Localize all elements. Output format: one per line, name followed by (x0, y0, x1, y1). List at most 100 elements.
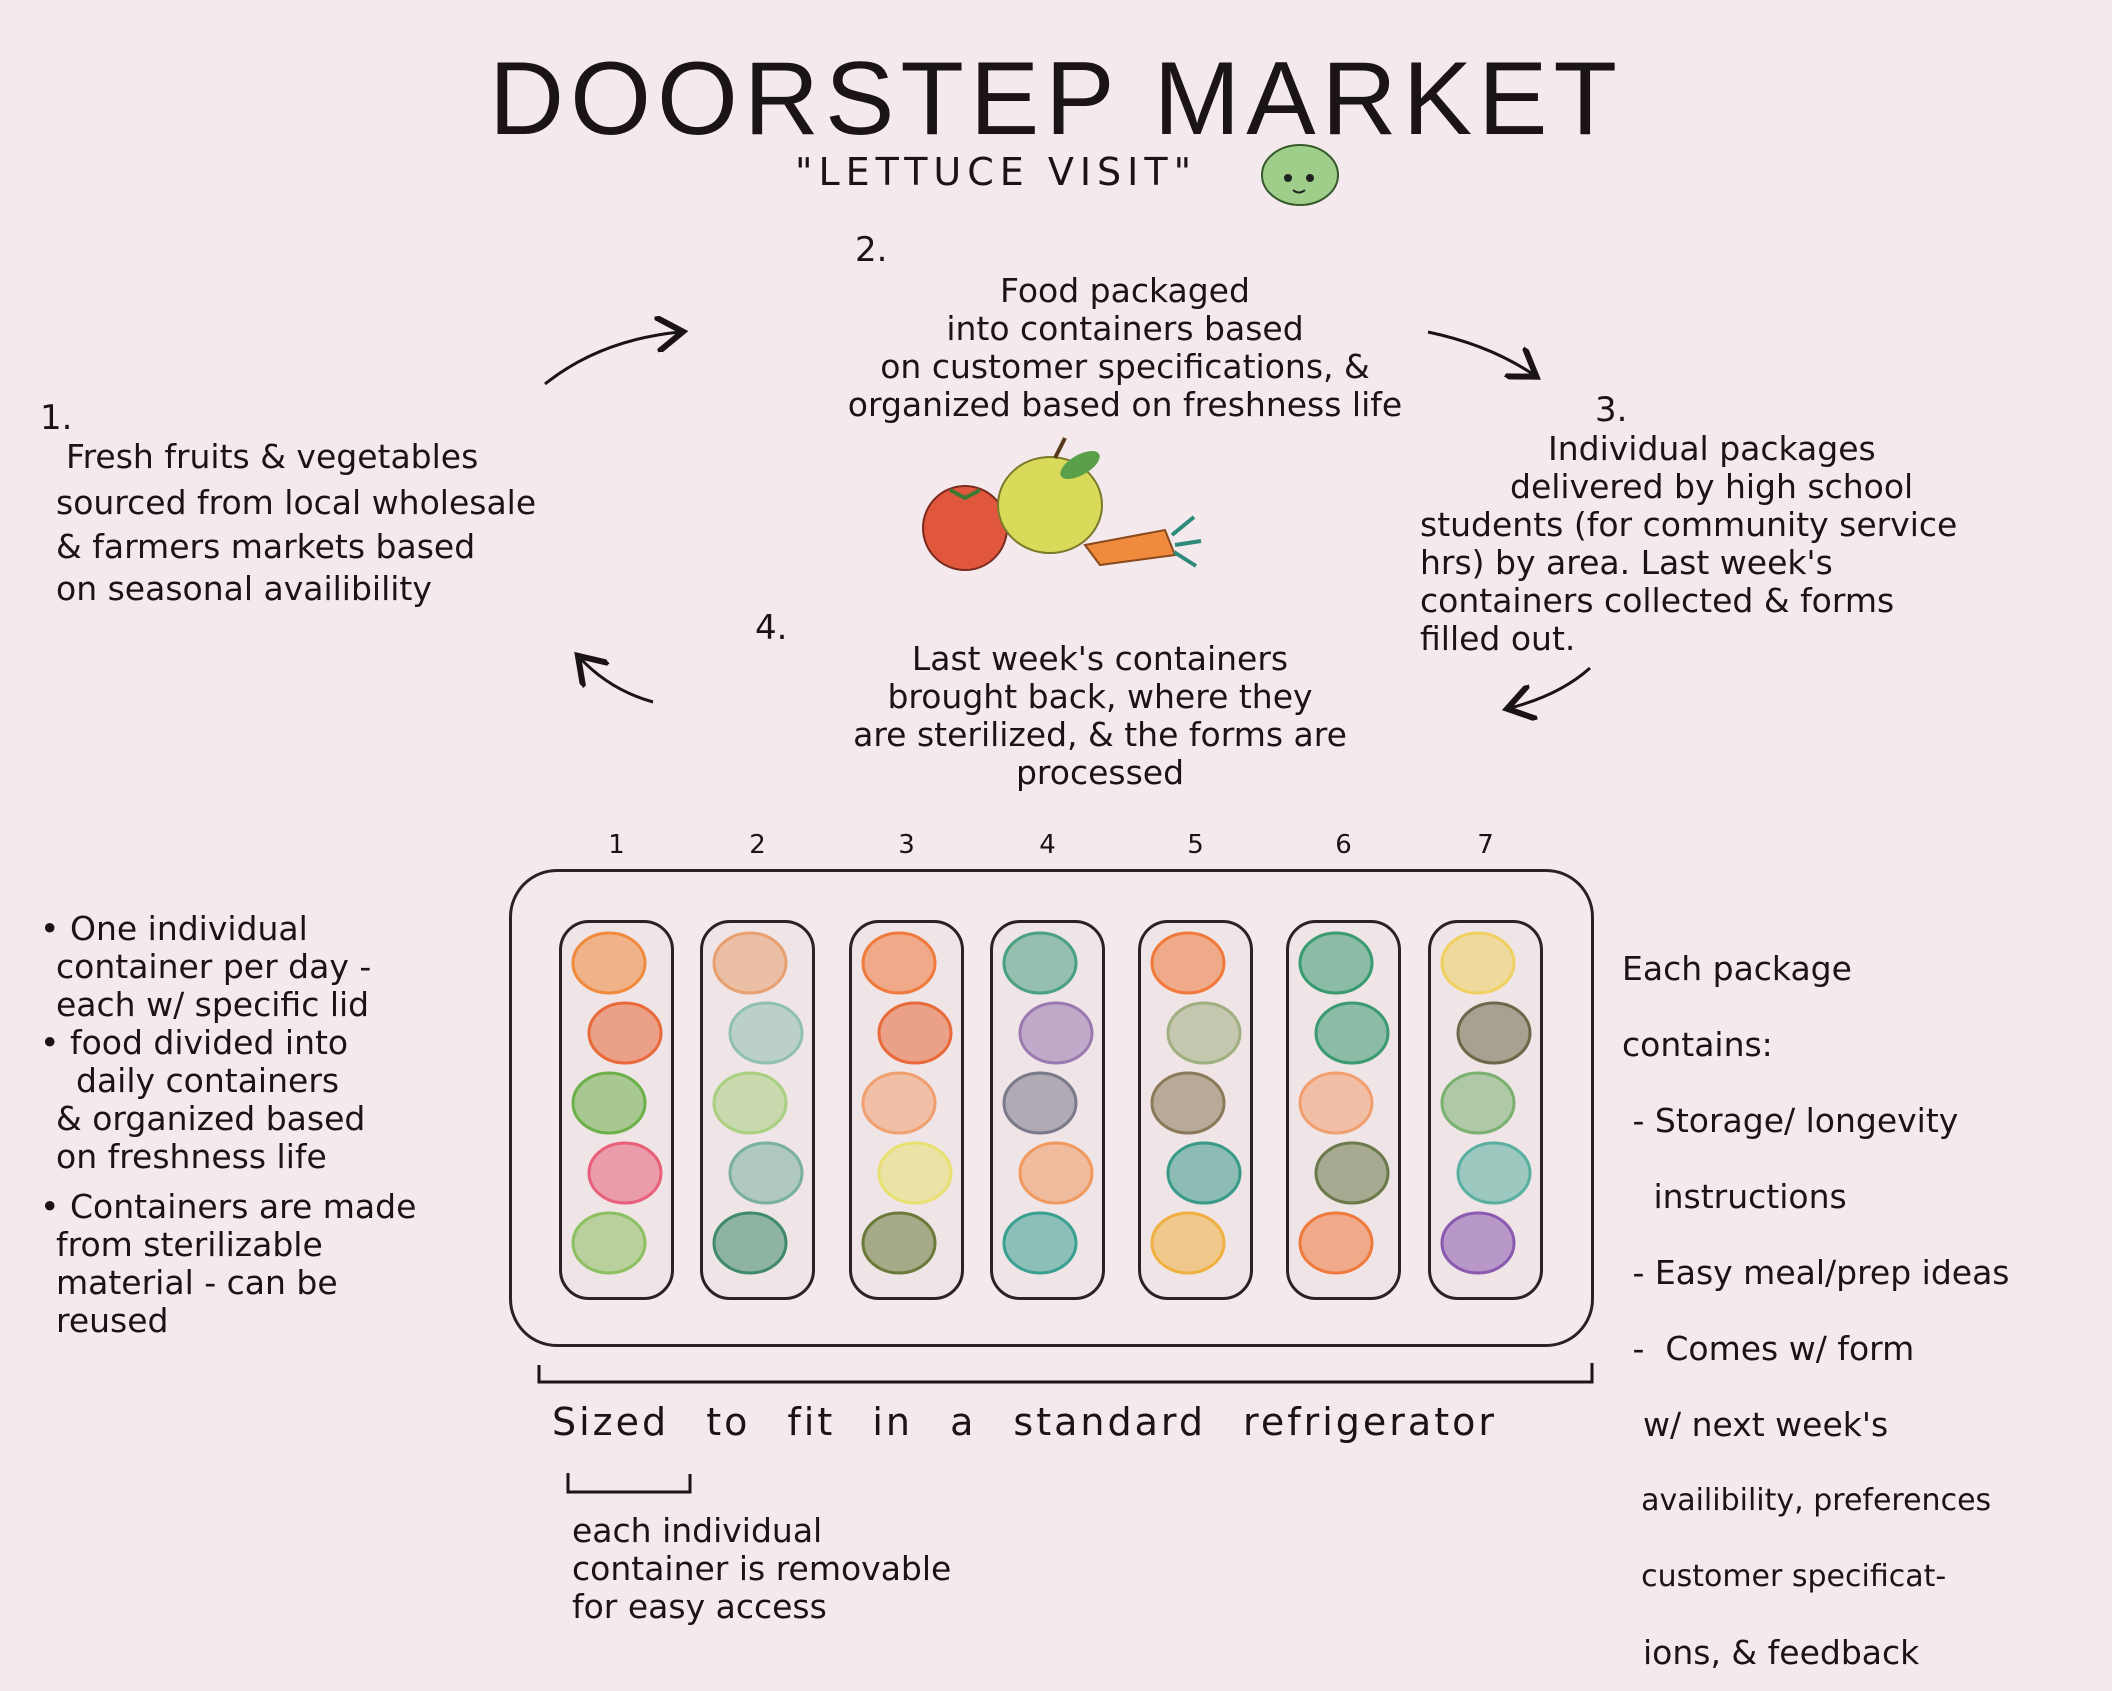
container-number: 2 (749, 830, 766, 860)
step-3-line: hrs) by area. Last week's (1420, 543, 1833, 582)
container-width-bracket (566, 1473, 692, 1494)
daily-container (1138, 920, 1253, 1300)
step-1-line: sourced from local wholesale (56, 483, 537, 522)
note-line: for easy access (572, 1587, 827, 1626)
produce-item-icon (1440, 1211, 1516, 1275)
tray-width-bracket (537, 1363, 1594, 1384)
produce-item-icon (877, 1141, 953, 1205)
left-notes: • One individual container per day - eac… (40, 910, 416, 1340)
produce-item-icon (1002, 931, 1078, 995)
arrow-1-to-2 (544, 332, 680, 386)
bullet-line: food divided into (69, 1023, 349, 1062)
step-3-line: filled out. (1420, 619, 1576, 658)
daily-container (990, 920, 1105, 1300)
daily-container (700, 920, 815, 1300)
produce-sketch-icon (1150, 931, 1242, 1275)
step-3-line: delivered by high school (1510, 467, 1914, 506)
note-line: instructions (1622, 1177, 1847, 1216)
fruit-illustration-icon (922, 437, 1202, 571)
produce-item-icon (1314, 1001, 1390, 1065)
produce-item-icon (1002, 1211, 1078, 1275)
container-number: 6 (1335, 830, 1352, 860)
produce-item-icon (1018, 1141, 1094, 1205)
step-2-number: 2. (855, 230, 888, 270)
produce-item-icon (1314, 1141, 1390, 1205)
bullet-line: from sterilizable (56, 1225, 323, 1264)
step-4-number: 4. (755, 608, 788, 648)
container-number: 4 (1039, 830, 1056, 860)
note-line: availibility, preferences (1622, 1483, 1992, 1518)
note-line: - Comes w/ form (1622, 1329, 1915, 1368)
step-3-text: Individual packages delivered by high sc… (1420, 430, 1957, 658)
produce-item-icon (1440, 931, 1516, 995)
produce-item-icon (1456, 1141, 1532, 1205)
container-number: 3 (898, 830, 915, 860)
step-1-line: & farmers markets based (56, 527, 476, 566)
daily-container (1286, 920, 1401, 1300)
produce-sketch-icon (1440, 931, 1532, 1275)
container-number: 1 (608, 830, 625, 860)
step-1-text: Fresh fruits & vegetables sourced from l… (56, 438, 536, 608)
produce-item-icon (728, 1141, 804, 1205)
bullet-line: each w/ specific lid (56, 985, 370, 1024)
step-2-text: Food packaged into containers based on c… (780, 272, 1470, 424)
bullet-2: • food divided into (40, 1023, 349, 1062)
produce-item-icon (877, 1001, 953, 1065)
produce-item-icon (712, 1071, 788, 1135)
produce-item-icon (587, 1141, 663, 1205)
produce-item-icon (571, 1071, 647, 1135)
produce-item-icon (1298, 1071, 1374, 1135)
produce-item-icon (571, 931, 647, 995)
step-3-line: containers collected & forms (1420, 581, 1895, 620)
produce-item-icon (1298, 931, 1374, 995)
step-2-line: on customer specifications, & (880, 347, 1370, 386)
produce-item-icon (1150, 1071, 1226, 1135)
produce-item-icon (1298, 1211, 1374, 1275)
produce-item-icon (1150, 1211, 1226, 1275)
produce-item-icon (1440, 1071, 1516, 1135)
step-4-line: Last week's containers (911, 639, 1289, 678)
subtitle: "LETTUCE VISIT" (795, 150, 1198, 194)
bullet-line: daily containers (76, 1061, 340, 1100)
produce-item-icon (712, 1211, 788, 1275)
bullet-line: & organized based (56, 1099, 366, 1138)
produce-sketch-icon (712, 931, 804, 1275)
note-line: Each package (1622, 949, 1852, 988)
step-2-line: into containers based (946, 309, 1304, 348)
note-line: ions, & feedback (1622, 1633, 1920, 1672)
produce-item-icon (1018, 1001, 1094, 1065)
produce-item-icon (1166, 1001, 1242, 1065)
step-2-line: organized based on freshness life (847, 385, 1403, 424)
bullet-3: • Containers are made (40, 1187, 417, 1226)
produce-sketch-icon (571, 931, 663, 1275)
container-number: 7 (1477, 830, 1494, 860)
produce-item-icon (587, 1001, 663, 1065)
produce-item-icon (1166, 1141, 1242, 1205)
step-3-number: 3. (1595, 390, 1628, 430)
note-line: - Easy meal/prep ideas (1622, 1253, 2010, 1292)
produce-item-icon (861, 1211, 937, 1275)
right-notes: Each package contains: - Storage/ longev… (1622, 912, 2010, 1691)
produce-item-icon (712, 931, 788, 995)
container-tray (509, 869, 1594, 1347)
step-3-line: students (for community service (1420, 505, 1958, 544)
container-number: 5 (1187, 830, 1204, 860)
produce-sketch-icon (1298, 931, 1390, 1275)
step-4-text: Last week's containers brought back, whe… (720, 640, 1480, 792)
produce-item-icon (861, 1071, 937, 1135)
note-line: container is removable (572, 1549, 952, 1588)
produce-item-icon (728, 1001, 804, 1065)
daily-container (849, 920, 964, 1300)
removable-note: each individual container is removable f… (572, 1512, 951, 1626)
page-title: DOORSTEP MARKET (488, 41, 1623, 157)
daily-container (559, 920, 674, 1300)
bullet-line: One individual (69, 909, 308, 948)
step-1-line: on seasonal availibility (56, 569, 432, 608)
note-line: - Storage/ longevity (1622, 1101, 1959, 1140)
size-label: Sized to fit in a standard refrigerator (552, 1400, 1497, 1444)
daily-container (1428, 920, 1543, 1300)
bullet-line: Containers are made (69, 1187, 417, 1226)
produce-sketch-icon (861, 931, 953, 1275)
note-line: w/ next week's (1622, 1405, 1889, 1444)
step-4-line: brought back, where they (887, 677, 1313, 716)
